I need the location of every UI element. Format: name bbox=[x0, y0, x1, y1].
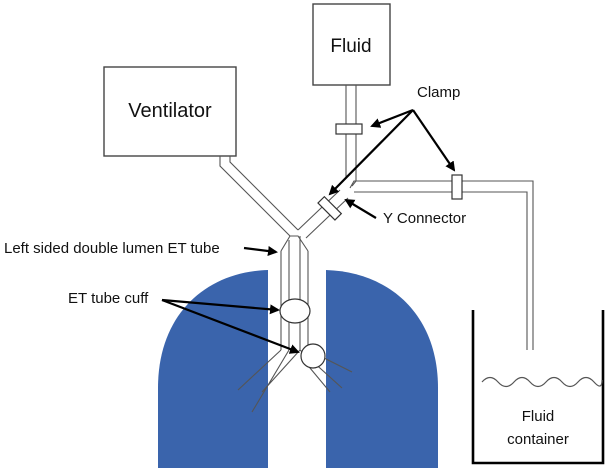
et-tube-body bbox=[280, 236, 309, 350]
left-lung bbox=[158, 270, 268, 468]
et-cuff-label: ET tube cuff bbox=[68, 290, 149, 307]
et-cuff-arrow-1 bbox=[161, 298, 280, 315]
fluid-line bbox=[335, 85, 357, 189]
clamp-arrow-3 bbox=[412, 109, 456, 172]
clamp-drain bbox=[451, 174, 463, 200]
left-bronchus bbox=[237, 349, 301, 413]
right-lung bbox=[326, 270, 438, 468]
tracheal-cuff bbox=[279, 298, 311, 324]
fluid-container bbox=[471, 310, 605, 465]
clamp-arrow-2 bbox=[328, 109, 414, 196]
container-label-line2: container bbox=[507, 431, 569, 448]
clamp-upper bbox=[335, 123, 363, 135]
et-tube-label: Left sided double lumen ET tube bbox=[4, 240, 220, 257]
fluid-bag-label: Fluid bbox=[330, 36, 371, 57]
drain-line bbox=[349, 180, 534, 350]
y-connector-label: Y Connector bbox=[383, 210, 466, 227]
clamp-arrow-1 bbox=[370, 108, 414, 128]
fluid-surface bbox=[481, 376, 603, 388]
ventilator-box bbox=[103, 66, 237, 157]
clamp-label: Clamp bbox=[417, 84, 460, 101]
container-label-line1: Fluid bbox=[522, 408, 555, 425]
ventilator-tube bbox=[219, 156, 299, 237]
clamp-y-branch bbox=[317, 195, 343, 221]
y-branch-tube bbox=[297, 189, 349, 239]
et-tube-arrow bbox=[243, 246, 278, 256]
y-connector-arrow bbox=[344, 198, 377, 219]
et-cuff-arrow-2 bbox=[161, 298, 300, 354]
ventilator-label: Ventilator bbox=[128, 100, 212, 122]
et-tube-top bbox=[280, 235, 309, 252]
bronchial-cuff bbox=[300, 343, 326, 369]
fluid-bag-box bbox=[312, 3, 391, 86]
